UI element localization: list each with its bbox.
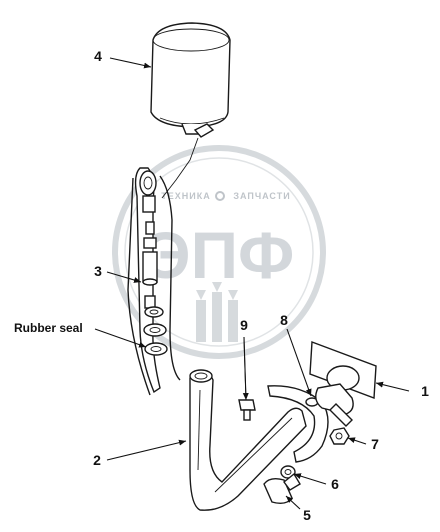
callout-8: 8 xyxy=(280,312,288,328)
callout-5: 5 xyxy=(303,507,311,523)
hose-assembly xyxy=(127,167,181,396)
callout-6: 6 xyxy=(331,476,339,492)
watermark-left-text: ТЕХНИКА xyxy=(161,191,210,201)
mounting-plate-assembly xyxy=(309,341,377,427)
wheat-icon xyxy=(196,282,238,342)
leader-lines xyxy=(94,57,410,510)
callout-4: 4 xyxy=(94,48,102,64)
gear-icon xyxy=(215,191,225,201)
callout-3: 3 xyxy=(94,263,102,279)
watermark-right-text: ЗАПЧАСТИ xyxy=(233,191,290,201)
filter-canister xyxy=(150,22,231,138)
nut xyxy=(329,427,350,445)
connector-line xyxy=(161,137,199,199)
callout-2: 2 xyxy=(93,452,101,468)
watermark: ЭПФ ТЕХНИКА ЗАПЧАСТИ xyxy=(112,145,326,359)
rubber-seal-label: Rubber seal xyxy=(14,321,83,335)
bent-tube xyxy=(189,369,307,511)
callout-1: 1 xyxy=(421,383,429,399)
drain-plug xyxy=(263,472,301,505)
callout-7: 7 xyxy=(371,436,379,452)
watermark-brand: ЭПФ xyxy=(144,218,295,292)
callout-9: 9 xyxy=(240,317,248,333)
